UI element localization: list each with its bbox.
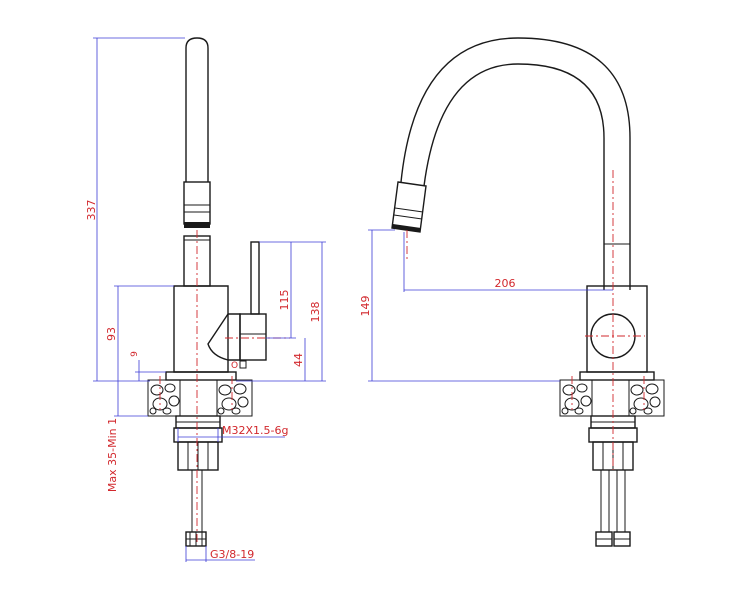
dim-93-label: 93	[105, 327, 118, 341]
dim-138-label: 138	[309, 302, 322, 323]
side-main-body	[173, 285, 229, 373]
dim-115: 115	[259, 241, 296, 339]
dim-206-label: 206	[495, 277, 516, 290]
side-handle-lever	[250, 241, 260, 315]
handle-mark-text: O	[231, 361, 238, 371]
dim-thread-label: M32X1.5-6g	[222, 424, 288, 437]
side-countertop	[147, 379, 253, 417]
dim-149: 149	[359, 229, 560, 382]
front-countertop	[559, 379, 665, 417]
dim-337: 337	[85, 37, 185, 382]
side-base-plate	[165, 371, 237, 381]
side-view: O	[85, 37, 326, 562]
dim-337-label: 337	[85, 200, 98, 221]
front-hose-right	[616, 469, 626, 533]
dim-44: 44	[292, 338, 306, 381]
front-base-plate	[579, 371, 655, 381]
dim-thickness: Max 35-Min 1	[106, 381, 148, 492]
dim-9-label: 9	[130, 351, 140, 357]
front-hose-left	[600, 469, 610, 533]
dim-93: 93	[105, 285, 174, 381]
dim-44-label: 44	[292, 353, 305, 367]
side-nozzle-sleeve	[183, 181, 211, 225]
dim-138: 138	[236, 241, 326, 382]
dim-thickness-label: Max 35-Min 1	[106, 418, 119, 492]
dim-206: 206	[403, 232, 613, 292]
side-handle-knob	[207, 313, 241, 361]
dim-thread: M32X1.5-6g	[177, 424, 288, 442]
front-gooseneck-inner	[423, 63, 605, 290]
front-view: 206 149	[359, 37, 665, 547]
dim-hose-label: G3/8-19	[210, 548, 254, 561]
side-spout-tube	[185, 37, 209, 182]
front-main-body	[586, 285, 648, 373]
side-handle-body	[239, 313, 267, 361]
dim-hose: G3/8-19	[185, 546, 255, 562]
front-nozzle	[391, 181, 427, 233]
dim-9: 9	[130, 351, 166, 381]
side-nut	[173, 427, 223, 443]
dim-149-label: 149	[359, 296, 372, 317]
front-gooseneck-outer	[400, 37, 631, 290]
dim-115-label: 115	[278, 290, 291, 311]
